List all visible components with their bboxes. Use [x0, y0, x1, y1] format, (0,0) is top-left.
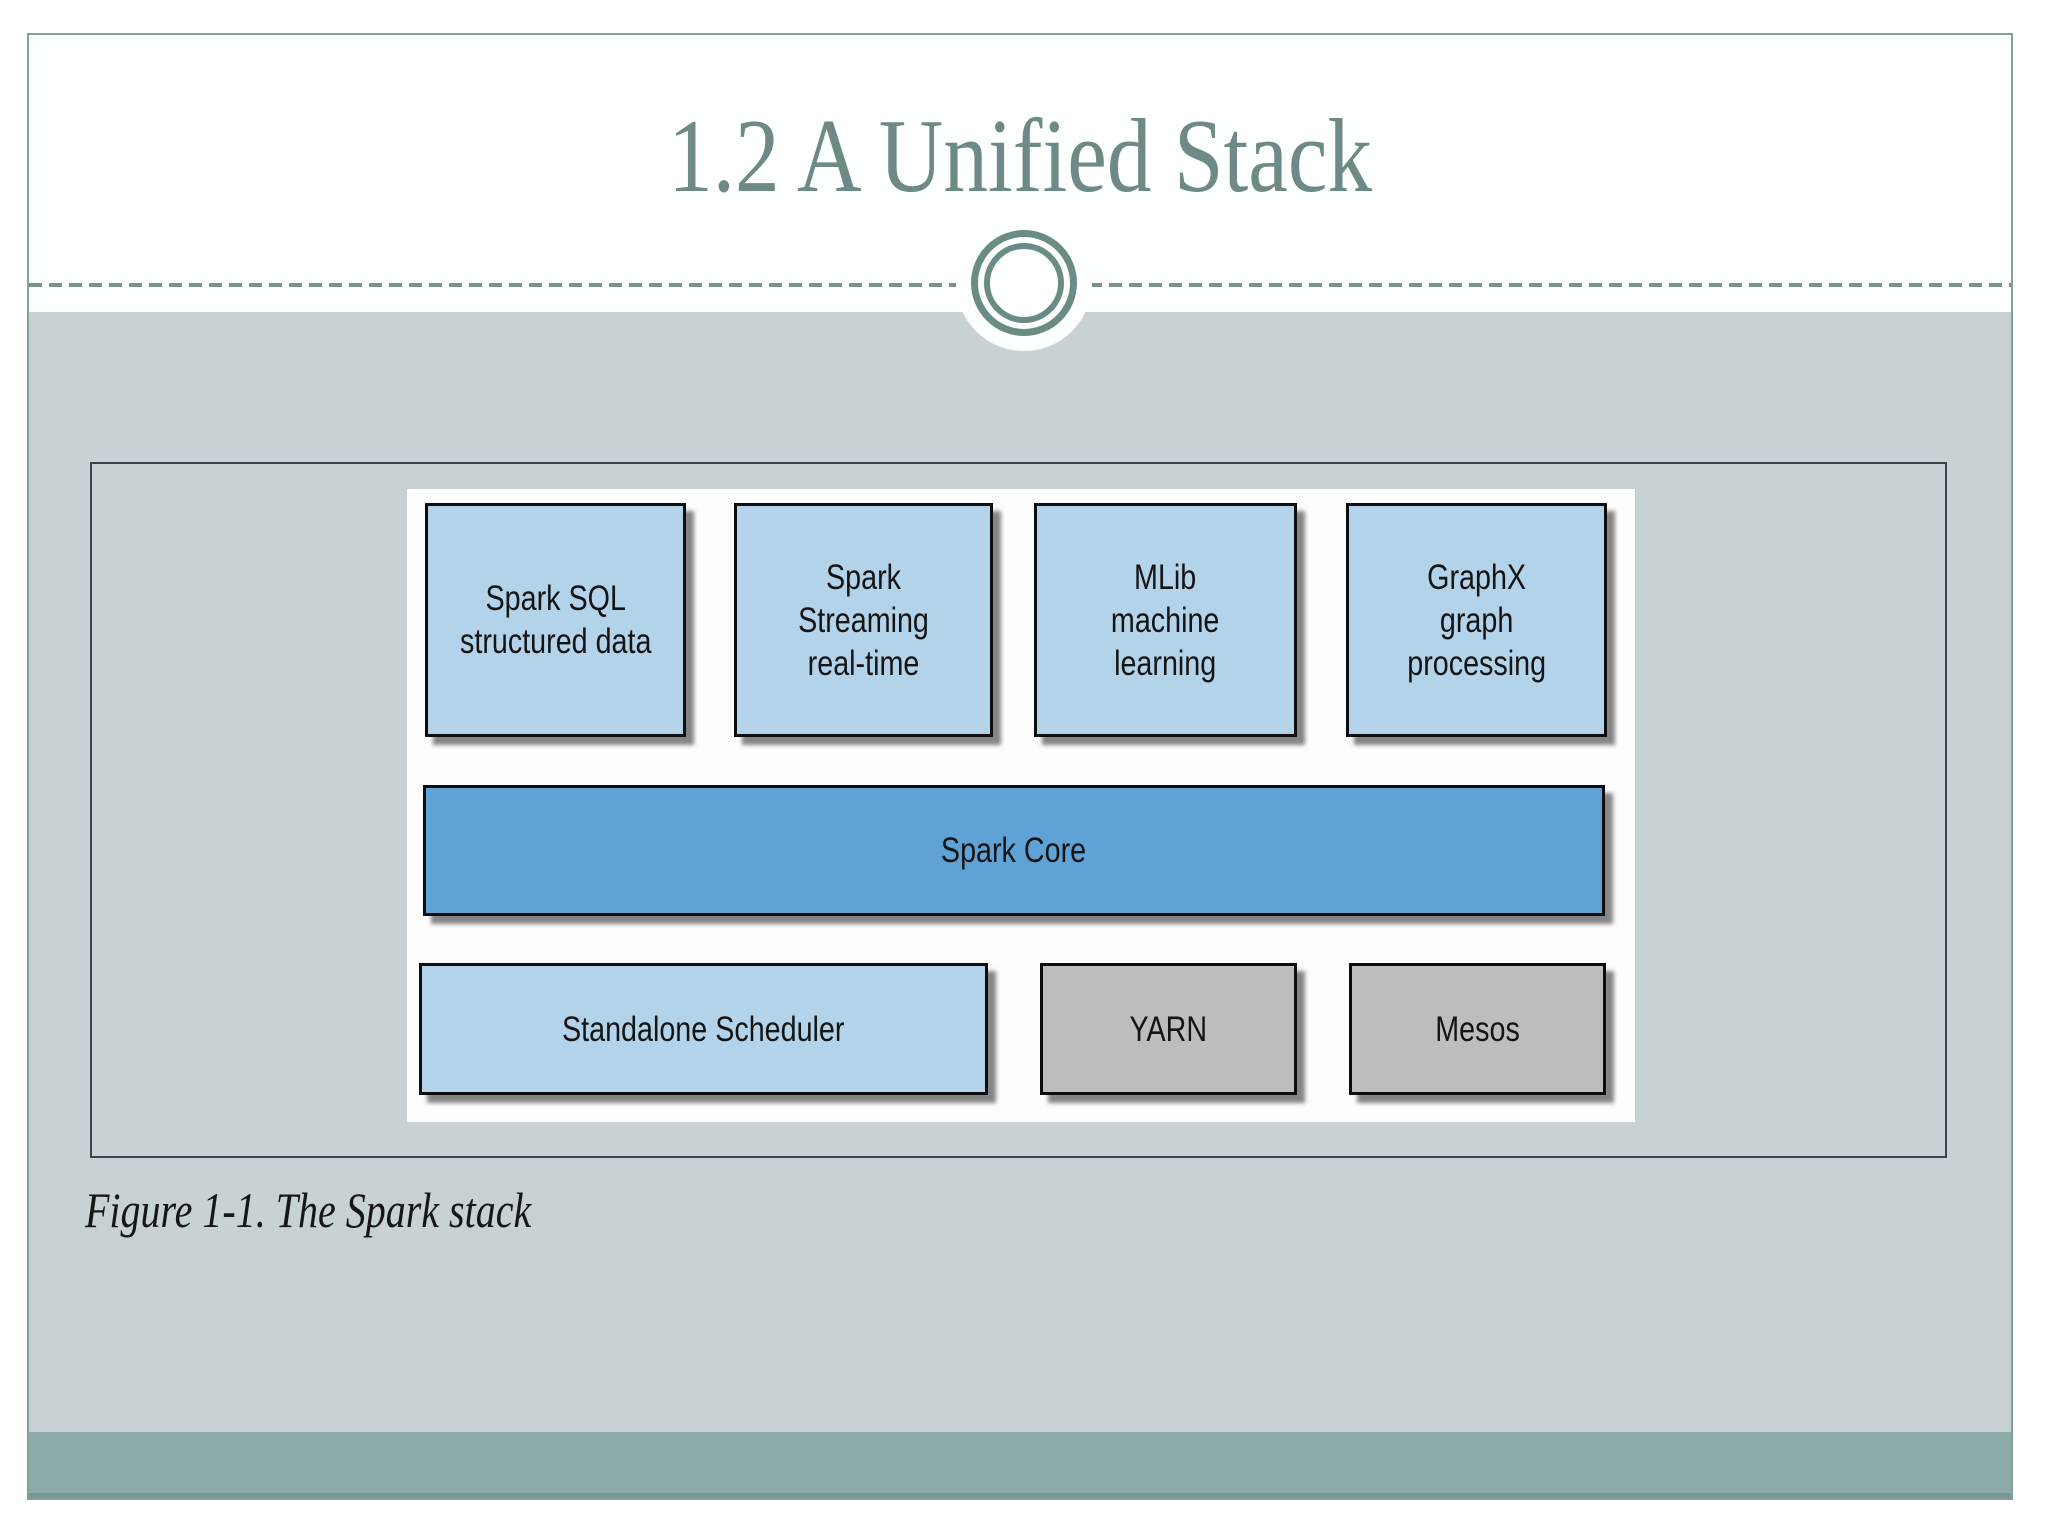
box-label: GraphX graph processing	[1407, 557, 1546, 683]
box-graphx: GraphX graph processing	[1346, 503, 1607, 737]
box-mlib: MLib machine learning	[1034, 503, 1297, 737]
figure-caption-row: Figure 1-1. The Spark stack	[85, 1175, 643, 1245]
slide: 1.2 A Unified Stack Spark SQL structured…	[27, 33, 2013, 1500]
box-label: Standalone Scheduler	[562, 1009, 845, 1049]
box-label: Spark Core	[941, 831, 1087, 870]
box-standalone-scheduler: Standalone Scheduler	[419, 963, 988, 1095]
box-label: Spark Streaming real-time	[798, 557, 929, 683]
ornament-outer-ring	[971, 230, 1077, 336]
slide-title-row: 1.2 A Unified Stack	[29, 85, 2011, 225]
box-label: Spark SQL structured data	[459, 579, 652, 661]
footer-bar	[29, 1432, 2011, 1498]
box-spark-core: Spark Core	[423, 785, 1605, 916]
box-spark-streaming: Spark Streaming real-time	[734, 503, 993, 737]
slide-title: 1.2 A Unified Stack	[667, 96, 1373, 214]
spark-stack-figure: Spark SQL structured data Spark Streamin…	[407, 489, 1635, 1122]
ornament-inner-ring	[984, 243, 1064, 323]
box-yarn: YARN	[1040, 963, 1297, 1095]
box-mesos: Mesos	[1349, 963, 1606, 1095]
figure-frame: Spark SQL structured data Spark Streamin…	[90, 462, 1947, 1158]
box-spark-sql: Spark SQL structured data	[425, 503, 686, 737]
box-label: YARN	[1129, 1009, 1208, 1049]
box-label: MLib machine learning	[1111, 557, 1220, 683]
box-label: Mesos	[1435, 1009, 1520, 1049]
figure-caption: Figure 1-1. The Spark stack	[85, 1182, 532, 1238]
